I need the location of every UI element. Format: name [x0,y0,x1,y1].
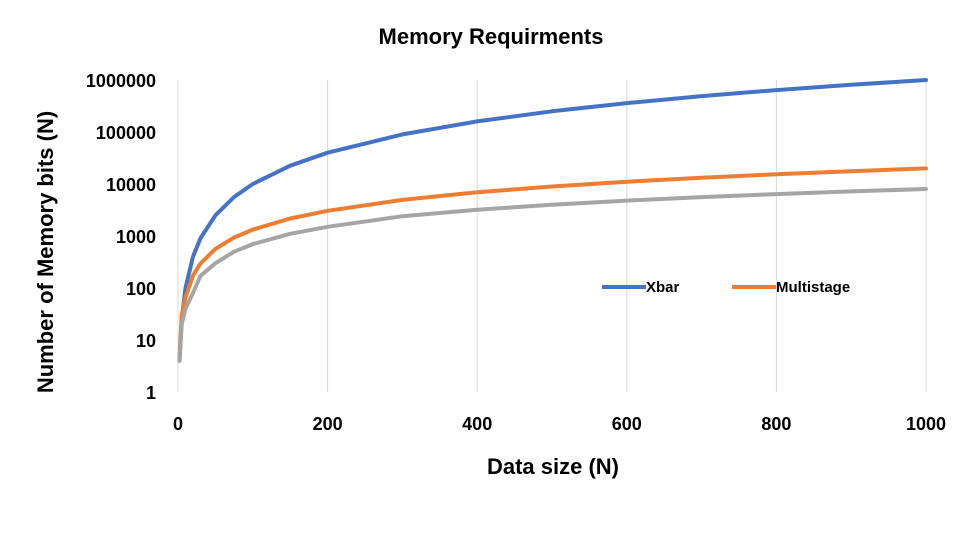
x-tick-label: 0 [173,414,183,434]
series-line-xbar [177,78,928,363]
x-tick-label: 800 [761,414,791,434]
x-tick-label: 600 [612,414,642,434]
y-tick-label: 1000 [116,227,156,247]
chart-title: Memory Requirments [379,24,604,49]
series-line-unnamed-2 [177,187,928,363]
x-tick-label: 1000 [906,414,946,434]
legend-label: Multistage [776,279,850,296]
y-tick-label: 100 [126,279,156,299]
y-axis-label: Number of Memory bits (N) [33,111,58,393]
x-tick-label: 200 [313,414,343,434]
y-tick-label: 10 [136,331,156,351]
y-tick-label: 1000000 [86,71,156,91]
x-tick-label: 400 [462,414,492,434]
tick-labels: 0 200 400 600 800 1000 1 10 100 1000 10000 100000 10… [86,71,946,434]
grid-lines [177,80,927,392]
series-lines [177,78,928,363]
y-tick-label: 100000 [96,123,156,143]
y-tick-label: 1 [146,383,156,403]
legend: Xbar Multistage [602,279,850,296]
x-axis-label: Data size (N) [487,454,619,479]
series-line-multistage [177,166,928,363]
legend-label: Xbar [646,279,680,296]
y-tick-label: 10000 [106,175,156,195]
